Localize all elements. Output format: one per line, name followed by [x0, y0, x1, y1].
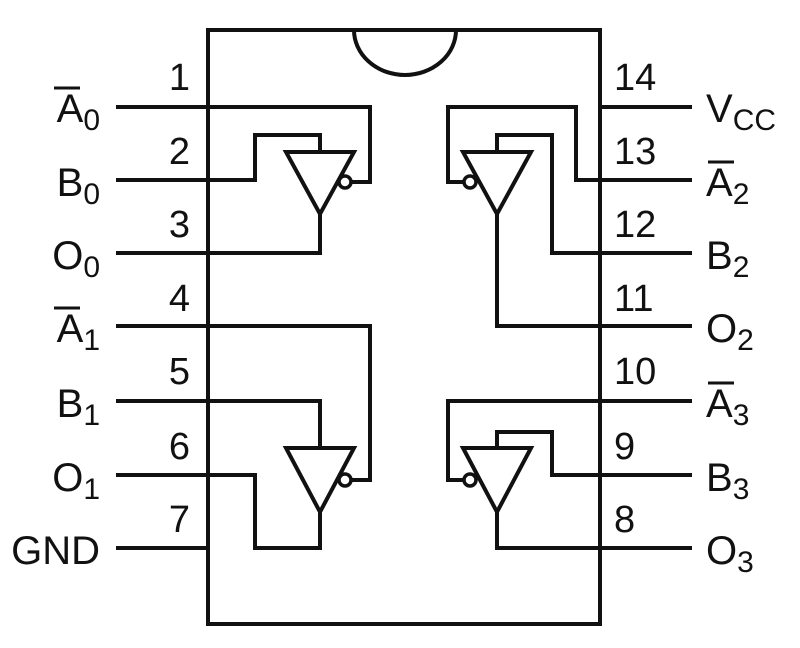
pin-label-2: B0	[57, 161, 100, 211]
pin-label-9: B3	[706, 456, 749, 506]
wire-gate3-output	[495, 510, 602, 550]
enable-bubble-0	[337, 174, 353, 190]
wire-gate3-enable	[446, 399, 602, 482]
wire-gate2-enable	[446, 105, 602, 184]
pin-number-13: 13	[614, 131, 656, 173]
pin-number-1: 1	[169, 57, 190, 99]
pin-number-7: 7	[169, 499, 190, 541]
pin-number-14: 14	[614, 57, 656, 99]
pin-number-5: 5	[169, 351, 190, 393]
wire-gate1-input	[206, 399, 322, 450]
wire-gate0-enable	[206, 105, 372, 184]
pin-number-9: 9	[614, 426, 635, 468]
pin-number-11: 11	[614, 278, 653, 320]
pin-label-6: O1	[52, 456, 100, 506]
pin-label-13: A2	[706, 161, 749, 211]
buffer-gate-3	[446, 399, 602, 550]
pin-label-8: O3	[706, 529, 754, 579]
buffer-triangle-0	[282, 150, 358, 219]
pin-label-11: O2	[706, 307, 754, 357]
wire-gate3-input	[495, 430, 602, 477]
pin-label-1: A0	[57, 87, 100, 137]
pin-number-2: 2	[169, 131, 190, 173]
buffer-gate-1	[206, 324, 372, 550]
buffer-triangle-1	[282, 446, 358, 517]
pin-number-12: 12	[614, 204, 656, 246]
pin-label-5: B1	[57, 382, 100, 432]
wire-gate1-enable	[206, 324, 372, 482]
pin-number-4: 4	[169, 278, 190, 320]
pin-number-6: 6	[169, 426, 190, 468]
pin-label-4: A1	[57, 307, 100, 357]
wire-gate2-input	[495, 133, 602, 255]
enable-bubble-1	[337, 472, 353, 488]
wire-gate0-input	[206, 133, 322, 182]
pin-number-10: 10	[614, 351, 656, 393]
pin1-notch	[352, 29, 458, 77]
wire-gate2-output	[495, 212, 602, 328]
pin-label-14: VCC	[706, 87, 776, 137]
buffer-triangle-3	[459, 446, 535, 517]
pin-label-3: O0	[52, 234, 100, 284]
buffer-gate-2	[446, 105, 602, 328]
pin-number-3: 3	[169, 204, 190, 246]
pin-label-7: GND	[11, 529, 100, 573]
buffer-gate-0	[206, 105, 372, 255]
buffer-triangle-2	[459, 150, 535, 219]
wire-gate0-output	[206, 212, 322, 255]
pin-label-12: B2	[706, 234, 749, 284]
pin-number-8: 8	[614, 499, 635, 541]
pin-label-10: A3	[706, 382, 749, 432]
enable-bubble-3	[462, 472, 478, 488]
enable-bubble-2	[462, 174, 478, 190]
wire-gate1-output	[206, 473, 322, 550]
